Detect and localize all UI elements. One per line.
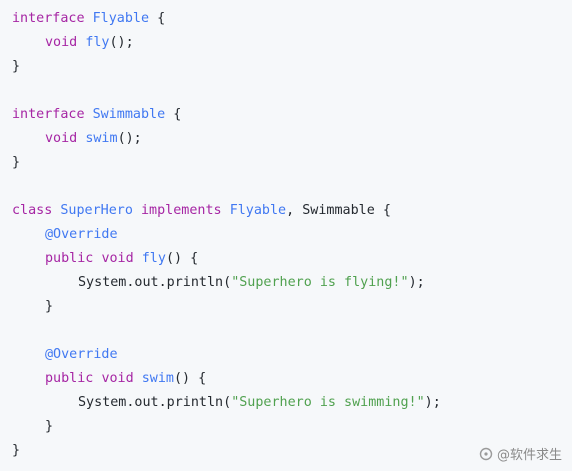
code-line: System.out.println("Superhero is swimmin… — [0, 391, 572, 415]
string-literal: "Superhero is swimming!" — [231, 395, 425, 410]
keyword: void — [45, 131, 78, 146]
keyword: class — [12, 203, 53, 218]
keyword: implements — [141, 203, 222, 218]
function-name: swim — [141, 371, 174, 386]
brace: } — [12, 59, 21, 74]
function-name: fly — [141, 251, 166, 266]
code-line: } — [0, 415, 572, 439]
keyword: interface — [12, 11, 85, 26]
code-line: System.out.println("Superhero is flying!… — [0, 271, 572, 295]
punctuation: ); — [408, 275, 425, 290]
annotation: @Override — [45, 227, 118, 242]
string-literal: "Superhero is flying!" — [231, 275, 409, 290]
watermark: @软件求生 — [479, 444, 562, 463]
punctuation: () { — [165, 251, 199, 266]
code-line: } — [0, 295, 572, 319]
punctuation: () { — [174, 371, 207, 386]
type-name: Swimmable — [92, 107, 166, 122]
code-line: public void fly() { — [0, 247, 572, 271]
code-line: void fly(); — [0, 31, 572, 55]
brace: } — [12, 443, 21, 458]
brace: { — [149, 11, 166, 26]
annotation: @Override — [45, 347, 118, 362]
code-line: } — [0, 55, 572, 79]
brace: { — [374, 203, 391, 218]
code-line: public void swim() { — [0, 367, 572, 391]
punctuation: (); — [109, 35, 134, 50]
function-name: fly — [85, 35, 110, 50]
brace: { — [165, 107, 182, 122]
brace: } — [45, 299, 54, 314]
type-name: Flyable — [229, 203, 287, 218]
punctuation: ); — [424, 395, 441, 410]
type-name: SuperHero — [60, 203, 133, 218]
watermark-text: @软件求生 — [496, 448, 562, 463]
code-line: void swim(); — [0, 127, 572, 151]
brace: } — [45, 419, 54, 434]
keyword: public — [45, 371, 94, 386]
keyword: void — [45, 35, 78, 50]
blank-line — [0, 79, 572, 103]
punctuation: (); — [117, 131, 142, 146]
punctuation: , — [286, 203, 303, 218]
method-call: System.out.println( — [78, 395, 232, 410]
keyword: void — [101, 371, 134, 386]
code-line: @Override — [0, 343, 572, 367]
type-name: Flyable — [92, 11, 150, 26]
code-line: interface Swimmable { — [0, 103, 572, 127]
keyword: void — [101, 251, 134, 266]
code-line: class SuperHero implements Flyable, Swim… — [0, 199, 572, 223]
blank-line — [0, 175, 572, 199]
identifier: Swimmable — [302, 203, 375, 218]
keyword: public — [45, 251, 94, 266]
code-line: } — [0, 151, 572, 175]
blank-line — [0, 319, 572, 343]
code-line: interface Flyable { — [0, 7, 572, 31]
keyword: interface — [12, 107, 85, 122]
code-line: } — [0, 439, 572, 463]
code-line: @Override — [0, 223, 572, 247]
logo-icon — [479, 447, 493, 461]
brace: } — [12, 155, 21, 170]
function-name: swim — [85, 131, 118, 146]
method-call: System.out.println( — [78, 275, 232, 290]
